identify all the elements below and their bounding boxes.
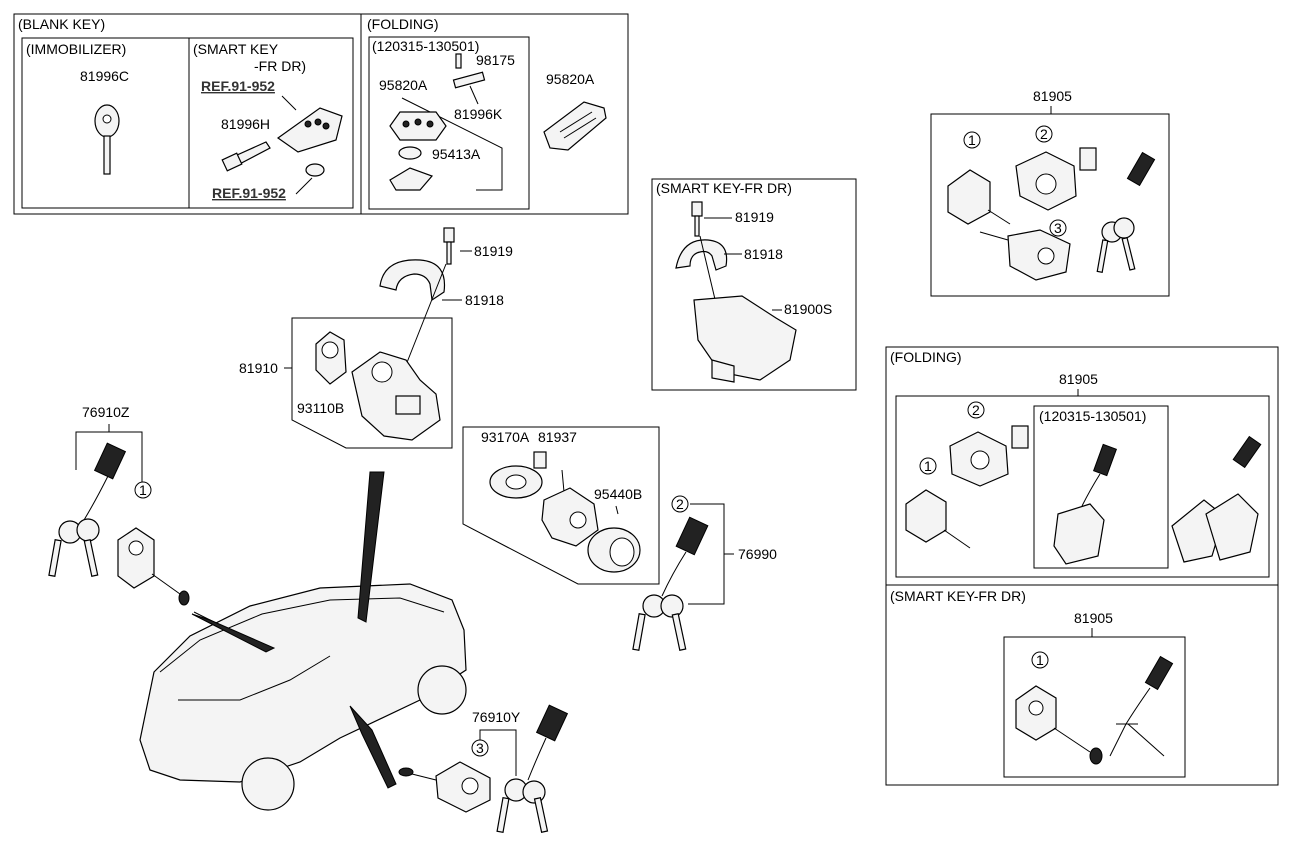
part-81937: 81937	[538, 429, 577, 445]
callout-2-top: 2	[1040, 126, 1048, 142]
callout-1-smart: 1	[1036, 652, 1044, 668]
antenna-box	[462, 426, 660, 585]
part-81910: 81910	[239, 360, 278, 376]
part-81996H: 81996H	[221, 116, 270, 132]
part-81905-fold: 81905	[1059, 371, 1098, 387]
ref-lower: REF.91-952	[212, 185, 286, 201]
door-cylinder-icon	[117, 527, 190, 606]
right-panel-group: (FOLDING) 81905 (120315-130501) 2 1 (SMA…	[885, 346, 1279, 786]
ref-upper: REF.91-952	[201, 78, 275, 94]
part-81905-smart: 81905	[1074, 610, 1113, 626]
folding-date-range: (120315-130501)	[372, 38, 479, 54]
callout-3-bottom: 3	[476, 740, 484, 756]
part-81918-main: 81918	[465, 292, 504, 308]
folding-top-heading: (FOLDING)	[367, 16, 439, 32]
part-93110B: 93110B	[297, 400, 344, 416]
callout-2-fold: 2	[972, 402, 980, 418]
folding-right-heading: (FOLDING)	[890, 349, 962, 365]
part-95413A: 95413A	[432, 146, 481, 162]
kit-81905-top-box	[930, 113, 1170, 297]
fold-date-range: (120315-130501)	[1039, 408, 1146, 424]
smart-key-fob-icon	[276, 107, 343, 153]
immobilizer-box	[21, 37, 354, 209]
immobilizer-key-icon	[94, 104, 120, 175]
key-cylinder-icon	[315, 331, 347, 385]
right-panel-box	[885, 346, 1279, 786]
smart-key-mid-heading: (SMART KEY-FR DR)	[656, 180, 792, 196]
key-set-76910Y: 76910Y 3	[398, 704, 569, 833]
kit-81905-top: 81905 1 2 3	[930, 88, 1170, 297]
callout-3-top: 3	[1054, 220, 1062, 236]
key-set-76990: 2 76990	[632, 495, 777, 651]
folding-date-box	[368, 36, 530, 210]
blank-key-group: (BLANK KEY) (IMMOBILIZER) (SMART KEY -FR…	[13, 13, 629, 215]
smart-key-heading-2: -FR DR)	[254, 58, 306, 74]
part-93170A: 93170A	[481, 429, 530, 445]
smart-key-heading-1: (SMART KEY	[193, 41, 279, 57]
part-98175: 98175	[476, 52, 515, 68]
antenna-coil-icon	[489, 451, 547, 499]
part-95440B: 95440B	[594, 486, 642, 502]
part-76910Z: 76910Z	[82, 404, 130, 420]
part-81918-mid: 81918	[744, 246, 783, 262]
part-95820A-inner: 95820A	[379, 77, 428, 93]
immobilizer-antenna-group: 93170A 81937 95440B	[462, 426, 660, 585]
smart-key-mid-box	[651, 178, 857, 391]
part-81900S: 81900S	[784, 301, 832, 317]
ignition-main-group: 81919 81918 81910 93110B	[239, 227, 513, 449]
folding-top-group: (FOLDING) (120315-130501) 98175 81996K 9…	[367, 16, 607, 210]
smart-key-right-heading: (SMART KEY-FR DR)	[890, 588, 1026, 604]
folding-key-shell-icon	[543, 101, 607, 151]
ring-cover-icon	[587, 527, 641, 573]
callout-1-left: 1	[139, 482, 147, 498]
part-81919-mid: 81919	[735, 209, 774, 225]
smart-ignition-body-icon	[693, 295, 797, 383]
key-pair-icon-76910Y	[496, 778, 549, 833]
callout-2-mid: 2	[676, 496, 684, 512]
key-set-76910Z: 76910Z 1	[48, 404, 190, 606]
coin-battery-icon	[305, 163, 325, 177]
part-76990: 76990	[738, 546, 777, 562]
callout-1-top: 1	[968, 132, 976, 148]
blank-key-outer-box	[13, 13, 629, 215]
part-95820A-outer: 95820A	[546, 71, 595, 87]
fold-date-box	[1033, 405, 1169, 569]
car-illustration	[139, 471, 467, 811]
kit-81905-fold-box	[895, 395, 1270, 578]
part-81905-top: 81905	[1033, 88, 1072, 104]
key-pair-icon-76990	[632, 594, 687, 651]
emergency-key-icon	[221, 141, 271, 172]
rear-cylinder-icon	[398, 761, 491, 813]
folding-key-fob-icon	[389, 111, 447, 141]
part-76910Y: 76910Y	[472, 709, 521, 725]
immobilizer-heading: (IMMOBILIZER)	[26, 41, 126, 57]
part-81996K: 81996K	[454, 106, 503, 122]
callout-1-fold: 1	[924, 458, 932, 474]
key-pair-icon	[48, 518, 100, 577]
blank-key-heading: (BLANK KEY)	[18, 16, 105, 32]
part-81996C: 81996C	[80, 68, 129, 84]
ignition-lock-body-icon	[351, 351, 441, 441]
lock-housing-icon	[541, 487, 599, 547]
smart-key-fr-dr-mid-group: (SMART KEY-FR DR) 81919 81918 81900S	[651, 178, 857, 391]
part-81919-main: 81919	[474, 243, 513, 259]
kit-81905-smart-box	[1003, 636, 1186, 778]
